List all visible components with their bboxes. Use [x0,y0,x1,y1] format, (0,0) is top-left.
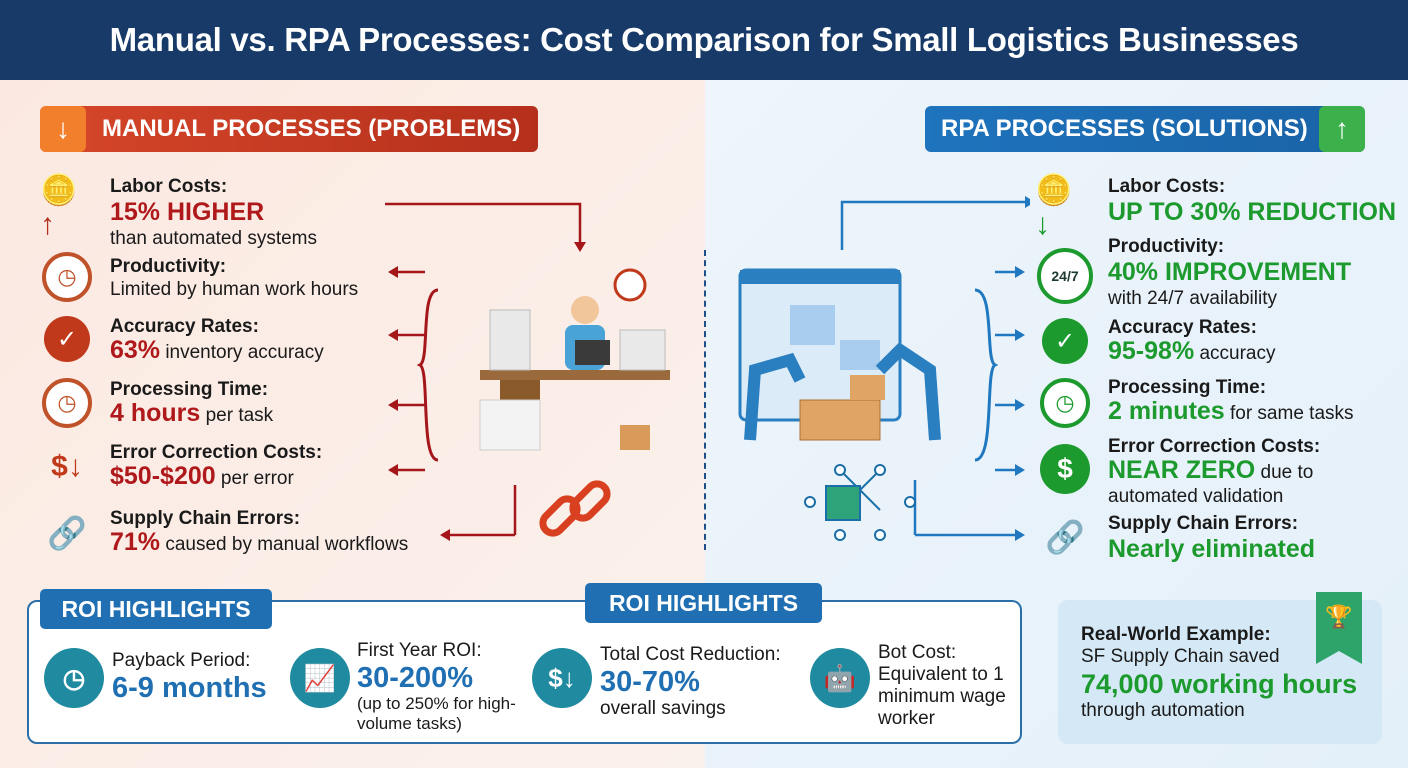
checkmark-icon: ✓ [44,316,90,362]
arrow-up-icon: ↑ [1319,106,1365,152]
rpa-item-supply-chain: Supply Chain Errors: Nearly eliminated [1108,513,1316,563]
manual-item-accuracy: Accuracy Rates: 63% inventory accuracy [110,316,324,364]
rpa-item-accuracy: Accuracy Rates: 95-98% accuracy [1108,317,1276,365]
divider [704,250,706,550]
chain-icon: 🔗 [1045,519,1085,555]
broken-chain-icon [539,480,611,537]
dollar-down-icon: $↓ [532,648,592,708]
history-clock-icon: ◷ [44,648,104,708]
growth-chart-icon: 📈 [290,648,350,708]
roi-payback: Payback Period: 6-9 months [112,650,267,704]
arrow-down-icon: ↓ [40,106,86,152]
rpa-heading: RPA PROCESSES (SOLUTIONS) ↑ [925,106,1365,152]
manual-item-processing: Processing Time: 4 hours per task [110,379,274,427]
24-7-icon: 24/7 [1037,248,1093,304]
broken-chain-icon: 🔗 [47,515,87,551]
robot-icon: 🤖 [810,648,870,708]
rpa-item-error-cost: Error Correction Costs: NEAR ZERO due to… [1108,436,1321,507]
clock-icon: ◷ [42,378,92,428]
roi-total-cost: Total Cost Reduction: 30-70% overall sav… [600,644,781,719]
clock-icon: ◷ [42,252,92,302]
roi-bot-cost: Bot Cost: Equivalent to 1 minimum wage w… [878,642,1006,729]
manual-item-productivity: Productivity: Limited by human work hour… [110,256,359,300]
coins-arrow-down-icon: 🪙↓ [1035,173,1073,241]
rpa-robot-illustration [738,196,1030,541]
page-title: Manual vs. RPA Processes: Cost Compariso… [0,0,1408,80]
coins-arrow-up-icon: 🪙↑ [40,173,78,241]
rpa-item-labor: Labor Costs: UP TO 30% REDUCTION [1108,176,1397,226]
manual-item-supply-chain: Supply Chain Errors: 71% caused by manua… [110,508,409,556]
manual-item-error-cost: Error Correction Costs: $50-$200 per err… [110,442,323,490]
example-text: Real-World Example: SF Supply Chain save… [1081,624,1358,721]
manual-heading: ↓ MANUAL PROCESSES (PROBLEMS) [40,106,538,152]
roi-tag: ROI HIGHLIGHTS [585,583,822,623]
roi-first-year: First Year ROI: 30-200% (up to 250% for … [357,640,516,733]
rpa-item-productivity: Productivity: 40% IMPROVEMENT with 24/7 … [1108,236,1352,309]
roi-tag: ROI HIGHLIGHTS [40,589,272,629]
dollar-arrow-down-icon: $↓ [51,450,83,483]
dollar-icon: $ [1040,444,1090,494]
stressed-worker-illustration [385,202,670,541]
manual-item-labor: Labor Costs: 15% HIGHER than automated s… [110,176,317,249]
rpa-item-processing: Processing Time: 2 minutes for same task… [1108,377,1354,425]
clock-icon: ◷ [1040,378,1090,428]
checkmark-icon: ✓ [1042,318,1088,364]
